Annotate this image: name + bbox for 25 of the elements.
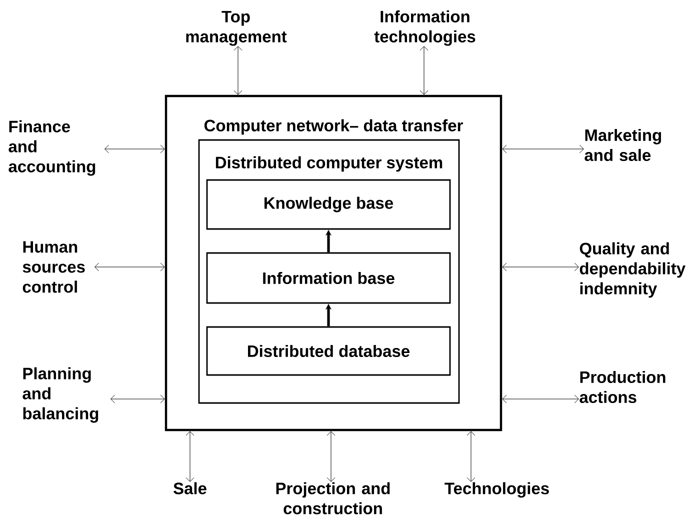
arrow [234, 46, 242, 95]
process-box: Information base [206, 252, 451, 304]
arrow [110, 394, 165, 404]
process-box: Knowledge base [206, 179, 451, 230]
label: Top management [186, 10, 287, 46]
process-box: Distributed database [206, 326, 451, 376]
arrow [326, 431, 336, 482]
label: Quality and dependability indemnity [580, 242, 686, 298]
arrow [466, 431, 476, 482]
label: Marketing and sale [584, 128, 662, 162]
label: Technologies [444, 482, 549, 498]
arrow [104, 144, 165, 154]
label: Information technologies [374, 10, 476, 46]
arrow [502, 144, 584, 154]
arrow [186, 431, 194, 482]
label: Planning and balancing [22, 367, 98, 423]
label: Projection and construction [276, 482, 390, 514]
label: Human sources control [22, 241, 85, 293]
label: Production actions [580, 370, 666, 404]
arrow [502, 262, 579, 272]
arrow [502, 394, 579, 404]
arrow [94, 262, 165, 272]
label: Sale [174, 482, 206, 494]
label: Finance and accounting [8, 120, 96, 176]
arrow [420, 46, 428, 95]
